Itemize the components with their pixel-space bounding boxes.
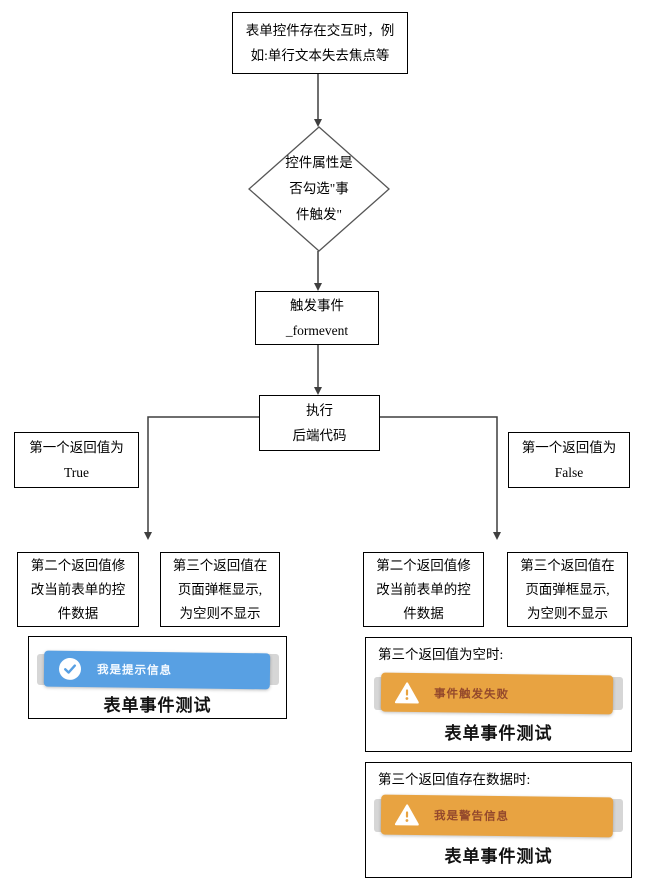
return-true-box: 第一个返回值为 True [14,432,139,488]
preview-info-panel: 我是提示信息 表单事件测试 [28,636,287,719]
preview-warning-data-panel: 第三个返回值存在数据时: 我是警告信息 表单事件测试 [365,762,632,878]
third-return-left-box: 第三个返回值在 页面弹框显示, 为空则不显示 [160,552,280,627]
third-return-right-box: 第三个返回值在 页面弹框显示, 为空则不显示 [507,552,628,627]
check-circle-icon [58,657,82,681]
return-false-box: 第一个返回值为 False [508,432,630,488]
form-title: 表单事件测试 [444,724,553,743]
second-return-right-box: 第二个返回值修 改当前表单的控 件数据 [363,552,484,627]
form-title: 表单事件测试 [103,696,212,715]
panel-label: 第三个返回值存在数据时: [378,772,531,787]
warning-toast: 我是警告信息 [380,794,614,838]
preview-warning-empty-panel: 第三个返回值为空时: 事件触发失败 表单事件测试 [365,637,632,752]
toast-message: 我是警告信息 [433,810,510,824]
decision-label: 控件属性是 否勾选"事 件触发" [285,155,353,222]
panel-label: 第三个返回值为空时: [378,647,504,662]
execute-backend-box: 执行 后端代码 [259,395,380,451]
warning-toast: 事件触发失败 [380,672,614,715]
trigger-event-box: 触发事件 _formevent [255,291,379,345]
toast-message: 事件触发失败 [433,687,510,701]
warning-triangle-icon [394,680,419,704]
info-toast: 我是提示信息 [43,650,271,690]
second-return-left-box: 第二个返回值修 改当前表单的控 件数据 [17,552,139,627]
warning-triangle-icon [394,803,419,827]
decision-diamond [248,126,390,252]
form-title: 表单事件测试 [444,847,553,866]
toast-message: 我是提示信息 [96,664,173,678]
flow-start-box: 表单控件存在交互时，例 如:单行文本失去焦点等 [232,12,408,74]
